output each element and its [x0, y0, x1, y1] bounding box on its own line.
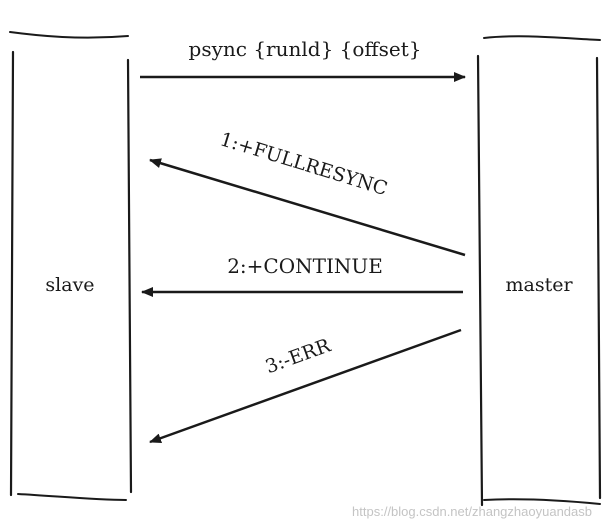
- master-box-right-edge: [595, 56, 602, 500]
- master-box-bottom-edge: [483, 498, 601, 505]
- master-box-top-edge: [483, 35, 601, 41]
- slave-box-bottom-edge: [17, 493, 127, 501]
- continue-label: 2:+CONTINUE: [227, 254, 383, 278]
- slave-box-left-edge: [9, 50, 15, 497]
- psync-label: psync {runld} {offset}: [189, 37, 422, 61]
- master-label: master: [505, 274, 573, 296]
- master-box-left-edge: [476, 54, 484, 507]
- err-arrow: [149, 328, 462, 444]
- slave-box-top-edge: [9, 31, 129, 39]
- master-box: [476, 35, 602, 507]
- slave-box: [9, 31, 133, 501]
- message-fullresync: 1:+FULLRESYNC: [149, 128, 466, 257]
- message-psync: psync {runld} {offset}: [140, 37, 466, 82]
- watermark-text: https://blog.csdn.net/zhangzhaoyuandasb: [352, 504, 592, 519]
- slave-label: slave: [45, 274, 94, 296]
- slave-box-right-edge: [126, 58, 133, 494]
- message-continue: 2:+CONTINUE: [141, 254, 463, 297]
- fullresync-arrow: [149, 158, 466, 257]
- err-label: 3:-ERR: [263, 334, 335, 378]
- message-err: 3:-ERR: [149, 328, 462, 444]
